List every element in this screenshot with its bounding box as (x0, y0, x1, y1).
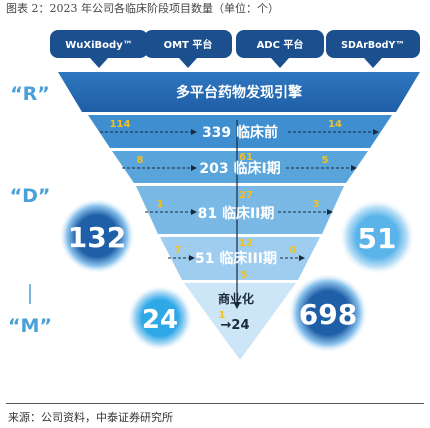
svg-text:51: 51 (358, 222, 397, 255)
commercial-count: →24 (221, 318, 250, 333)
platform-label-wuxibody: WuXiBody™ (65, 40, 132, 51)
stage-label-preclinical: 339 临床前 (202, 124, 278, 141)
platform-badge-omt: OMT 平台 (144, 30, 232, 68)
down-value-phase3: 5 (241, 270, 248, 281)
side-label-d: “D” (10, 185, 51, 207)
count-circle-698: 698 (288, 273, 368, 353)
stage-label-phase3: 51 临床III期 (195, 250, 277, 267)
svg-text:132: 132 (68, 221, 126, 254)
platform-badge-sdarbody: SDArBodY™ (326, 30, 420, 68)
count-circle-24: 24 (127, 285, 193, 351)
right-value-phase3: 0 (290, 245, 297, 256)
left-value-phase3: 7 (175, 245, 182, 256)
commercial-arrow-value: 1 (219, 310, 226, 321)
side-label-r: “R” (10, 83, 50, 105)
funnel-layer-phase3 (160, 237, 320, 280)
count-circle-132: 132 (59, 198, 135, 274)
funnel-tip-commercial (184, 283, 296, 360)
source-note: 来源：公司资料，中泰证券研究所 (8, 411, 173, 424)
stage-label-phase1: 203 临床I期 (199, 160, 280, 177)
funnel-layer-phase1 (112, 151, 368, 183)
left-value-preclinical: 114 (110, 119, 131, 130)
right-value-phase2: 3 (313, 199, 320, 210)
source-divider (6, 403, 424, 404)
right-value-preclinical: 14 (328, 119, 342, 130)
platform-label-sdarbody: SDArBodY™ (341, 40, 405, 51)
stage-label-phase2: 81 临床II期 (198, 205, 275, 222)
platform-label-omt: OMT 平台 (164, 38, 213, 51)
funnel-layer-phase2 (136, 186, 344, 234)
svg-text:698: 698 (299, 298, 357, 331)
svg-text:24: 24 (142, 305, 178, 335)
down-value-phase1: 27 (239, 190, 253, 201)
platform-label-adc: ADC 平台 (257, 38, 304, 51)
platform-badge-wuxibody: WuXiBody™ (50, 30, 148, 68)
engine-bar (58, 72, 420, 112)
count-circle-51: 51 (339, 199, 415, 275)
left-value-phase2: 1 (157, 199, 164, 210)
right-value-phase1: 5 (322, 155, 329, 166)
figure-caption: 图表 2：2023 年公司各临床阶段项目数量（单位：个） (6, 2, 279, 15)
engine-label: 多平台药物发现引擎 (176, 84, 302, 101)
funnel-layer-preclinical (88, 115, 392, 148)
down-value-phase2: 12 (239, 238, 253, 249)
down-value-preclinical: 61 (239, 152, 253, 163)
side-label-m: “M” (8, 315, 52, 337)
commercial-label: 商业化 (218, 291, 254, 306)
left-value-phase1: 8 (137, 155, 144, 166)
platform-badge-adc: ADC 平台 (236, 30, 324, 68)
